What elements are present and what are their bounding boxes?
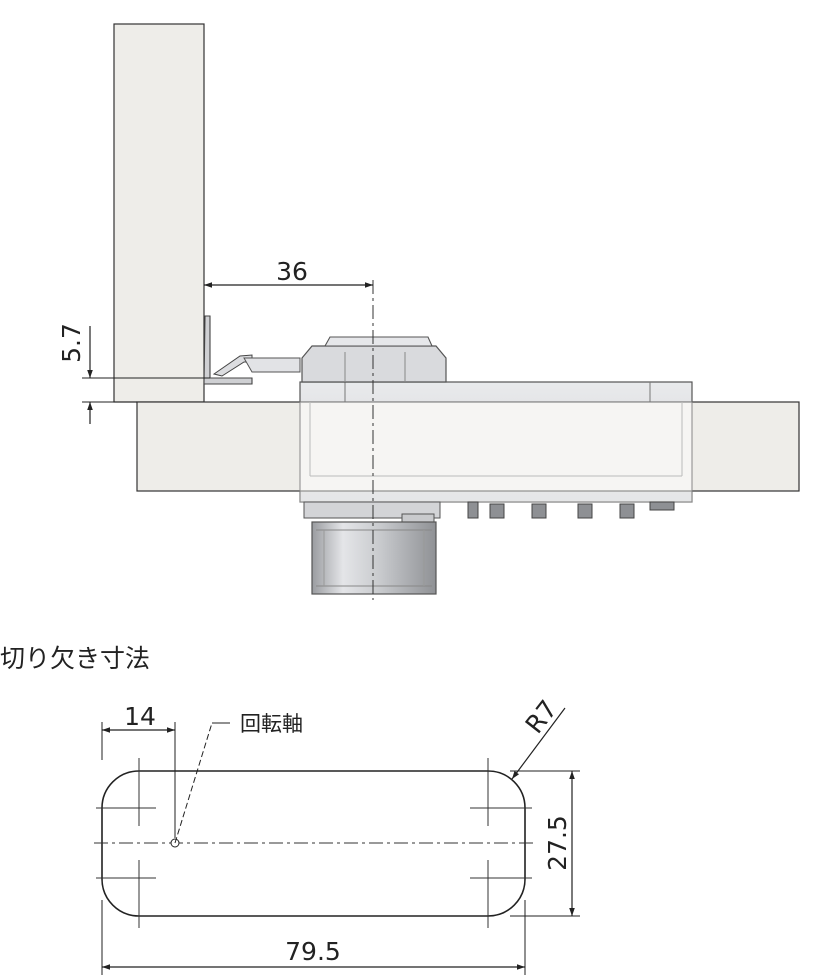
- section-view: 36 5.7: [57, 23, 800, 600]
- dim-14-label: 14: [124, 702, 156, 731]
- radius-leader: [511, 707, 566, 780]
- dim-r7-label: R7: [520, 695, 563, 739]
- lock-cylinder: [311, 521, 437, 595]
- fasteners: [467, 501, 675, 519]
- axis-label: 回転軸: [240, 712, 303, 736]
- lock-body-ghost: [299, 401, 693, 503]
- lock-head-cap: [324, 336, 433, 347]
- lock-head: [301, 345, 447, 383]
- cutout-section: 切り欠き寸法 回転軸 14 R7: [0, 644, 580, 975]
- latch-bracket: [203, 315, 253, 385]
- cutout-title: 切り欠き寸法: [0, 644, 150, 673]
- latch-arm: [243, 357, 301, 373]
- dim-27-5-label: 27.5: [543, 815, 572, 871]
- dim-79-5-label: 79.5: [285, 937, 341, 966]
- vertical-panel: [113, 23, 205, 403]
- corner-centers: [96, 758, 532, 928]
- dim-5-7-label: 5.7: [57, 323, 86, 363]
- dim-36-label: 36: [276, 257, 308, 286]
